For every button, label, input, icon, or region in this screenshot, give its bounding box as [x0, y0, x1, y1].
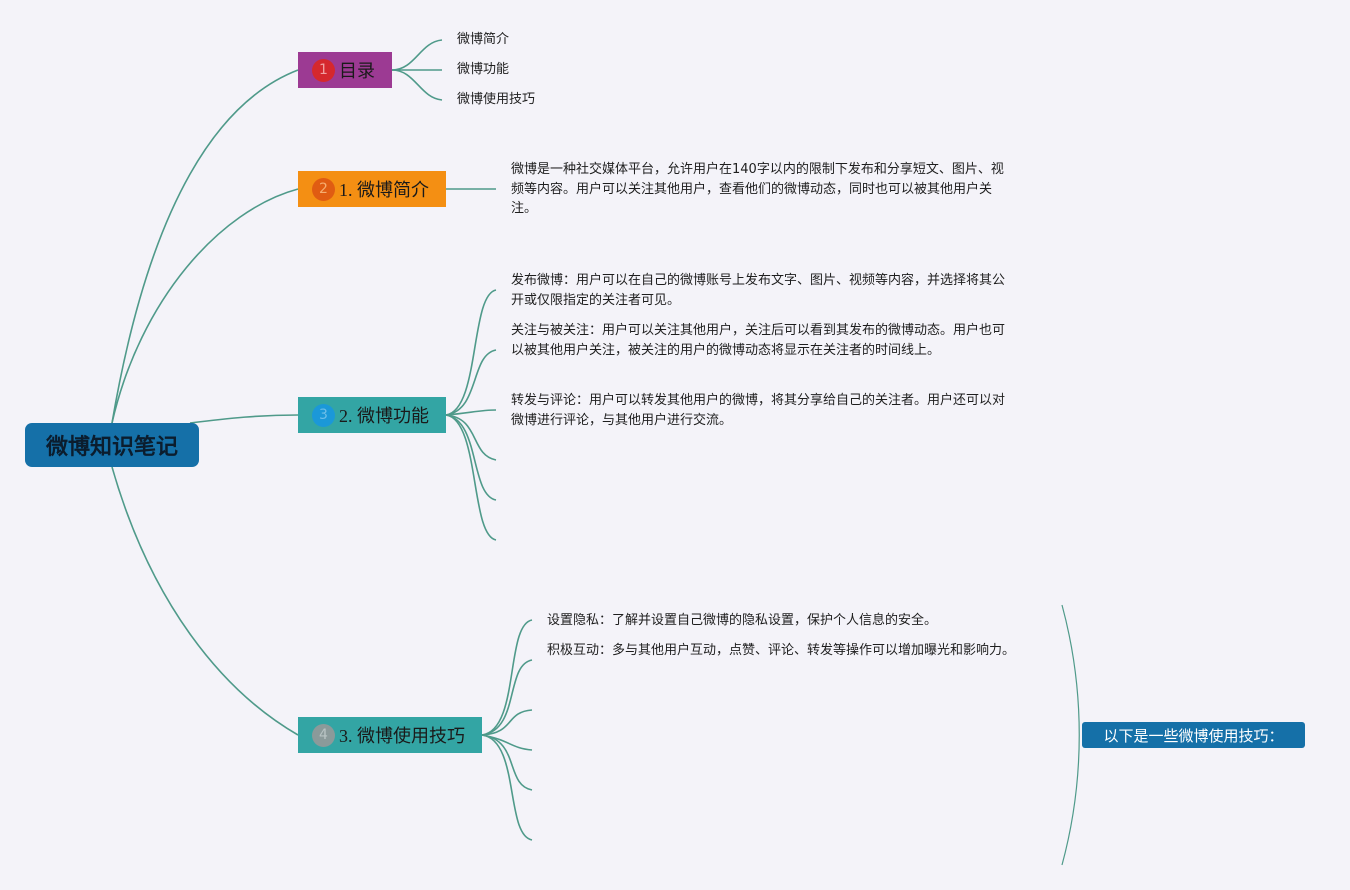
topic-label: 目录 — [339, 61, 375, 81]
connector-feature-6 — [445, 414, 497, 541]
toc-item-features[interactable]: 微博功能 — [457, 62, 510, 77]
tips-callout[interactable]: 以下是一些微博使用技巧： — [1082, 722, 1305, 748]
topic-label: 1. 微博简介 — [339, 180, 429, 200]
root-topic-label: 微博知识笔记 — [45, 435, 178, 460]
connector-tip-1 — [481, 619, 533, 736]
topic-number-badge: 4 — [312, 723, 335, 747]
connector-tip-5 — [481, 734, 533, 791]
connector-feature-1 — [445, 289, 497, 416]
connector-root-tips — [111, 466, 299, 736]
connector-toc-3 — [391, 69, 443, 101]
connector-tip-2 — [481, 659, 533, 736]
connector-feature-4 — [445, 414, 497, 461]
topic-intro[interactable]: 2 1. 微博简介 — [298, 171, 446, 207]
feature-item[interactable]: 转发与评论：用户可以转发其他用户的微博，将其分享给自己的关注者。用户还可以对微博… — [511, 393, 1006, 428]
topic-features[interactable]: 3 2. 微博功能 — [298, 397, 446, 433]
topic-label: 3. 微博使用技巧 — [339, 726, 465, 746]
connector-toc-1 — [391, 39, 443, 71]
topic-tips[interactable]: 4 3. 微博使用技巧 — [298, 717, 482, 753]
connector-feature-3 — [445, 409, 497, 416]
root-topic[interactable]: 微博知识笔记 — [25, 423, 199, 467]
intro-text[interactable]: 微博是一种社交媒体平台，允许用户在140字以内的限制下发布和分享短文、图片、视频… — [511, 162, 1004, 216]
feature-item[interactable]: 发布微博：用户可以在自己的微博账号上发布文字、图片、视频等内容，并选择将其公开或… — [511, 273, 1006, 308]
topic-label: 2. 微博功能 — [339, 406, 429, 426]
topic-number-badge: 1 — [312, 58, 335, 82]
tips-callout-label: 以下是一些微博使用技巧： — [1103, 726, 1284, 745]
tip-item[interactable]: 积极互动：多与其他用户互动，点赞、评论、转发等操作可以增加曝光和影响力。 — [547, 643, 1016, 658]
connector-root-intro — [111, 188, 299, 424]
connector-root-features — [189, 414, 299, 424]
topic-number-badge: 3 — [312, 403, 335, 427]
toc-item-intro[interactable]: 微博简介 — [457, 32, 510, 47]
feature-item[interactable]: 关注与被关注：用户可以关注其他用户，关注后可以看到其发布的微博动态。用户也可以被… — [511, 323, 1006, 358]
connector-root-toc — [111, 69, 299, 424]
topic-number-badge: 2 — [312, 177, 335, 201]
connector-tip-6 — [481, 734, 533, 841]
topic-toc[interactable]: 1 目录 — [298, 52, 392, 88]
tip-item[interactable]: 设置隐私：了解并设置自己微博的隐私设置，保护个人信息的安全。 — [547, 613, 938, 628]
toc-item-tips[interactable]: 微博使用技巧 — [457, 92, 536, 107]
callout-bracket — [1061, 604, 1080, 866]
connector-tip-3 — [481, 709, 533, 736]
connector-feature-2 — [445, 349, 497, 416]
